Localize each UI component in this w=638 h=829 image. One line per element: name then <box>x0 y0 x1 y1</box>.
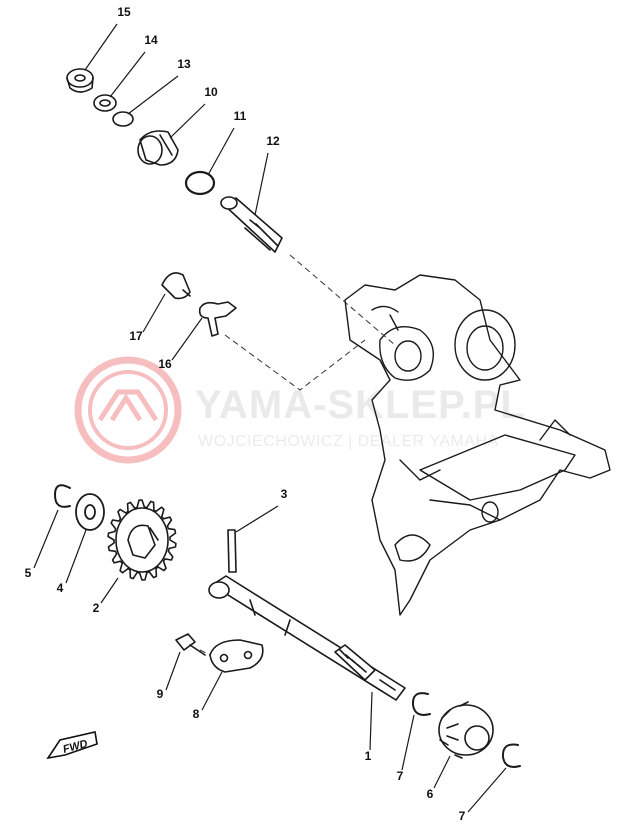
callout-leader-11 <box>207 127 235 176</box>
callout-number-13: 13 <box>177 57 191 71</box>
part-1-kick-shaft <box>208 575 406 701</box>
callout-number-1: 1 <box>365 749 372 763</box>
callout-number-6: 6 <box>427 787 434 801</box>
callout-leader-15 <box>84 23 118 71</box>
callout-number-7: 7 <box>459 809 466 823</box>
callout-leader-7 <box>401 714 415 771</box>
callout-leader-3 <box>235 505 279 533</box>
fwd-direction-marker: FWD <box>46 731 98 760</box>
watermark-subtitle: WOJCIECHOWICZ | DEALER YAMAHA <box>198 433 499 450</box>
assembly-guide-lines <box>199 254 396 661</box>
watermark-title: YAMA-SKLEP.PL <box>195 383 526 427</box>
yamaha-tuning-fork-logo <box>74 356 182 464</box>
callout-leader-6 <box>433 755 451 789</box>
callout-number-14: 14 <box>144 33 158 47</box>
callout-number-5: 5 <box>25 566 32 580</box>
part-12-pinion-shaft <box>220 196 283 253</box>
callout-number-8: 8 <box>193 707 200 721</box>
part-5-circlip <box>54 484 71 508</box>
crankcase-housing <box>344 274 611 616</box>
watermark: YAMA-SKLEP.PL WOJCIECHOWICZ | DEALER YAM… <box>74 356 526 464</box>
callout-number-16: 16 <box>158 357 172 371</box>
callout-number-10: 10 <box>204 85 218 99</box>
callout-number-7: 7 <box>397 769 404 783</box>
part-6-ratchet-wheel <box>438 701 494 759</box>
callout-number-15: 15 <box>117 5 131 19</box>
part-8-stopper-plate <box>209 639 264 673</box>
callout-leader-7 <box>467 767 507 813</box>
part-17-cap <box>161 272 191 300</box>
part-13-ring <box>112 111 134 127</box>
callout-number-3: 3 <box>281 487 288 501</box>
callout-leader-17 <box>142 293 166 333</box>
callout-number-17: 17 <box>129 329 143 343</box>
part-16-retaining-clip <box>198 301 237 337</box>
part-2-kick-gear <box>107 499 177 581</box>
part-9-bolt <box>175 633 206 656</box>
part-15-bushing <box>66 68 94 93</box>
part-14-washer <box>93 94 117 112</box>
part-7-circlip-a <box>411 692 431 716</box>
callout-leader-9 <box>165 651 181 691</box>
part-7-circlip-b <box>501 743 521 768</box>
part-11-o-ring <box>184 170 216 196</box>
callout-leader-8 <box>201 671 223 711</box>
callout-leader-14 <box>109 51 146 98</box>
callout-number-11: 11 <box>234 109 247 123</box>
callout-number-9: 9 <box>157 687 164 701</box>
callout-leader-12 <box>254 152 269 216</box>
callout-number-4: 4 <box>57 581 64 595</box>
callout-leader-5 <box>33 509 59 569</box>
part-10-gear-housing <box>137 130 179 166</box>
callout-leader-4 <box>65 529 87 584</box>
callout-number-2: 2 <box>93 601 100 615</box>
part-4-washer <box>75 493 105 531</box>
callout-leader-16 <box>171 317 203 361</box>
callout-number-12: 12 <box>266 134 280 148</box>
callout-leader-2 <box>100 577 119 604</box>
callout-leader-10 <box>169 103 206 139</box>
part-3-pin <box>227 529 237 573</box>
callout-leader-1 <box>369 691 373 751</box>
callout-leader-13 <box>127 75 179 115</box>
